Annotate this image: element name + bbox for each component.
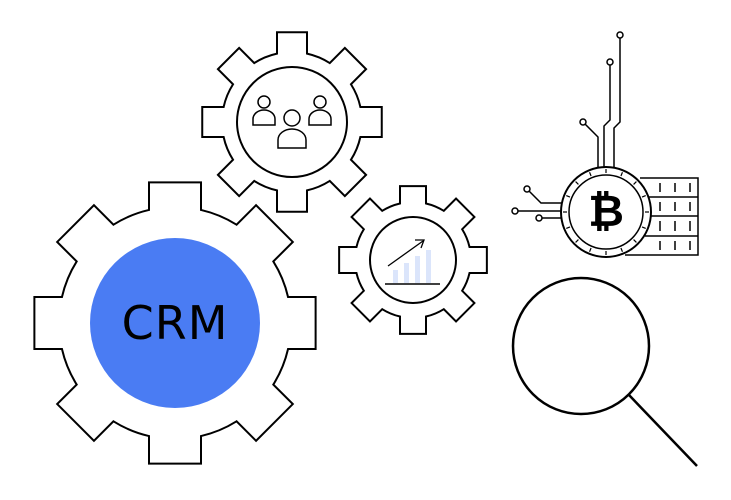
coin-tick bbox=[575, 239, 579, 243]
coin-tick bbox=[620, 172, 624, 177]
coin-tick bbox=[641, 226, 646, 230]
coin-tick bbox=[588, 172, 592, 177]
coin-tick bbox=[641, 194, 646, 198]
chart-gear-icon bbox=[338, 185, 488, 335]
coin-tick bbox=[575, 181, 579, 185]
coin-tick bbox=[566, 226, 571, 230]
bitcoin-icon: ₿ bbox=[588, 185, 624, 237]
server-grid-icon bbox=[625, 177, 699, 256]
crm-circle bbox=[90, 238, 260, 408]
bitcoin-coin bbox=[560, 166, 652, 258]
people-icon bbox=[236, 66, 348, 178]
growth-chart-icon bbox=[369, 216, 457, 304]
team-gear-icon bbox=[201, 31, 383, 213]
magnifier-icon bbox=[511, 276, 698, 467]
coin-tick bbox=[588, 247, 592, 252]
coin-tick bbox=[620, 247, 624, 252]
coin-tick bbox=[633, 239, 637, 243]
coin-tick bbox=[633, 181, 637, 185]
circuit-lines bbox=[511, 31, 624, 222]
crm-label: CRM bbox=[121, 296, 229, 350]
coin-tick bbox=[566, 194, 571, 198]
